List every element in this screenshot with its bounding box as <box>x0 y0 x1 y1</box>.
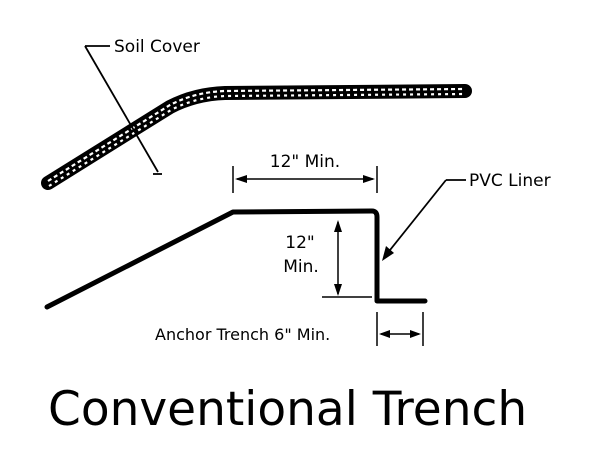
pvc-liner-leader <box>382 179 466 261</box>
anchor-trench-label: Anchor Trench 6" Min. <box>155 325 330 344</box>
top-width-dimension <box>232 166 378 193</box>
soil-cover-band <box>41 84 472 190</box>
depth-label-line2: Min. <box>283 257 319 277</box>
pvc-liner-profile <box>44 208 428 310</box>
anchor-trench-dimension <box>376 312 424 346</box>
pvc-liner-label: PVC Liner <box>469 171 551 191</box>
soil-cover-leader <box>84 45 162 175</box>
top-width-label: 12" Min. <box>270 152 340 172</box>
depth-dimension <box>322 220 372 298</box>
diagram-title: Conventional Trench <box>48 382 527 437</box>
soil-cover-label: Soil Cover <box>114 37 200 57</box>
depth-label-line1: 12" <box>285 233 314 253</box>
